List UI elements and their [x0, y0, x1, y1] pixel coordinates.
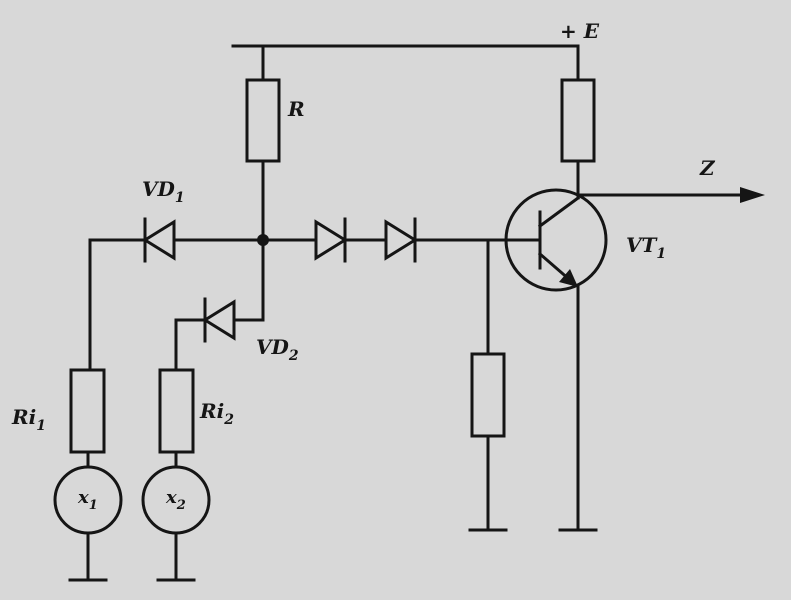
output-arrow	[740, 187, 765, 203]
resistor-ri2	[158, 368, 195, 454]
diode-vd1	[142, 219, 176, 261]
source-x1-label: x1	[77, 487, 98, 513]
resistor-base	[470, 352, 506, 438]
source-x2-label: x2	[165, 487, 186, 513]
transistor-label: VT1	[626, 233, 666, 262]
resistor-ri1	[69, 368, 106, 454]
diode-series-2	[384, 219, 418, 261]
supply-label: + E	[560, 19, 600, 43]
transistor-emitter-arrow	[559, 269, 578, 287]
diode-vd2-label: VD2	[256, 335, 299, 364]
transistor-collector-lead	[537, 195, 581, 229]
diode-vd2	[202, 299, 236, 341]
resistor-r	[245, 78, 281, 163]
resistor-ri2-label: Ri2	[199, 399, 234, 428]
output-label: Z	[699, 156, 716, 180]
resistor-r-label: R	[287, 97, 305, 121]
diode-vd1-label: VD1	[142, 177, 185, 206]
diode-series-1	[314, 219, 348, 261]
resistor-collector	[560, 78, 596, 163]
resistor-ri1-label: Ri1	[11, 405, 46, 434]
